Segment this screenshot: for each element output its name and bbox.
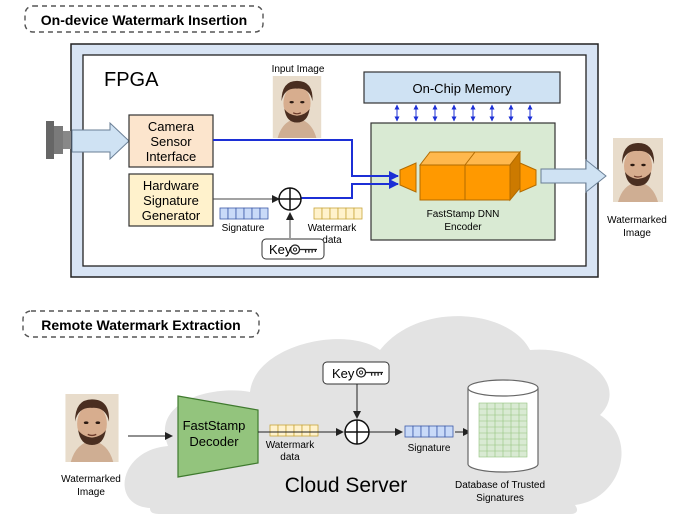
camera-to-interface-arrow xyxy=(71,121,130,161)
cloud-input-face-photo xyxy=(64,394,120,462)
camera-interface-box xyxy=(128,114,214,168)
fpga-label: FPGA xyxy=(104,69,159,91)
watermark-bits xyxy=(313,207,363,220)
key-label: Key xyxy=(269,242,292,257)
insertion-title-box xyxy=(24,5,264,33)
insertion-section: On-device Watermark Insertion FPGA Camer… xyxy=(24,5,667,278)
encoder-label-line2: Encoder xyxy=(444,222,482,233)
signature-bits xyxy=(219,207,269,220)
on-chip-memory-box xyxy=(363,71,561,104)
memory-bus-arrows xyxy=(394,104,533,122)
database-icon xyxy=(467,379,539,473)
camera-interface-line1: Camera xyxy=(148,119,195,134)
cloud-key-label: Key xyxy=(332,366,355,381)
hw-signature-box xyxy=(128,173,214,227)
camera-interface-line3: Interface xyxy=(146,149,197,164)
watermark-data-label-line1: Watermark xyxy=(308,223,358,234)
hw-signature-line3: Generator xyxy=(142,208,201,223)
input-face-photo xyxy=(272,76,322,138)
encoder-label-line1: FastStamp DNN xyxy=(427,209,500,220)
encoder-input-funnel xyxy=(399,162,417,193)
cloud-watermarked-label-line1: Watermarked xyxy=(61,474,121,485)
cloud-watermarked-label-line2: Image xyxy=(77,487,105,498)
encoder-block xyxy=(418,150,522,202)
cloud-signature-label: Signature xyxy=(408,443,451,454)
extraction-title: Remote Watermark Extraction xyxy=(41,317,240,333)
cloud-xor-icon xyxy=(344,419,370,445)
camera-icon xyxy=(46,121,71,159)
key-box xyxy=(261,238,325,260)
camera-interface-line2: Sensor xyxy=(150,134,192,149)
hw-signature-line2: Signature xyxy=(143,193,199,208)
decoder-label-line1: FastStamp xyxy=(183,418,246,433)
output-arrow xyxy=(540,158,607,194)
watermarked-image-label-line1: Watermarked xyxy=(607,215,667,226)
image-to-encoder-path xyxy=(213,139,399,181)
cloud-server-label: Cloud Server xyxy=(285,474,408,497)
decoder-shape xyxy=(177,395,259,478)
cloud-watermark-label-line2: data xyxy=(280,452,300,463)
watermark-data-label-line2: data xyxy=(322,235,342,246)
on-chip-memory-label: On-Chip Memory xyxy=(413,81,512,96)
watermarked-face-photo xyxy=(613,138,663,202)
input-image-label: Input Image xyxy=(272,64,325,75)
cloud-watermark-label-line1: Watermark xyxy=(266,440,316,451)
cloud-signature-bits xyxy=(404,425,454,438)
signature-label: Signature xyxy=(222,223,265,234)
insertion-title: On-device Watermark Insertion xyxy=(41,12,247,28)
watermark-to-encoder-path xyxy=(298,179,399,199)
extraction-title-box xyxy=(22,310,260,338)
hw-signature-line1: Hardware xyxy=(143,178,199,193)
cloud-watermark-bits xyxy=(269,424,319,437)
database-label-line2: Signatures xyxy=(476,493,524,504)
watermarked-image-label-line2: Image xyxy=(623,228,651,239)
database-label-line1: Database of Trusted xyxy=(455,480,545,491)
decoder-label-line2: Decoder xyxy=(189,434,239,449)
extraction-section: Remote Watermark Extraction Cloud Server… xyxy=(22,310,622,514)
xor-icon xyxy=(278,187,302,211)
